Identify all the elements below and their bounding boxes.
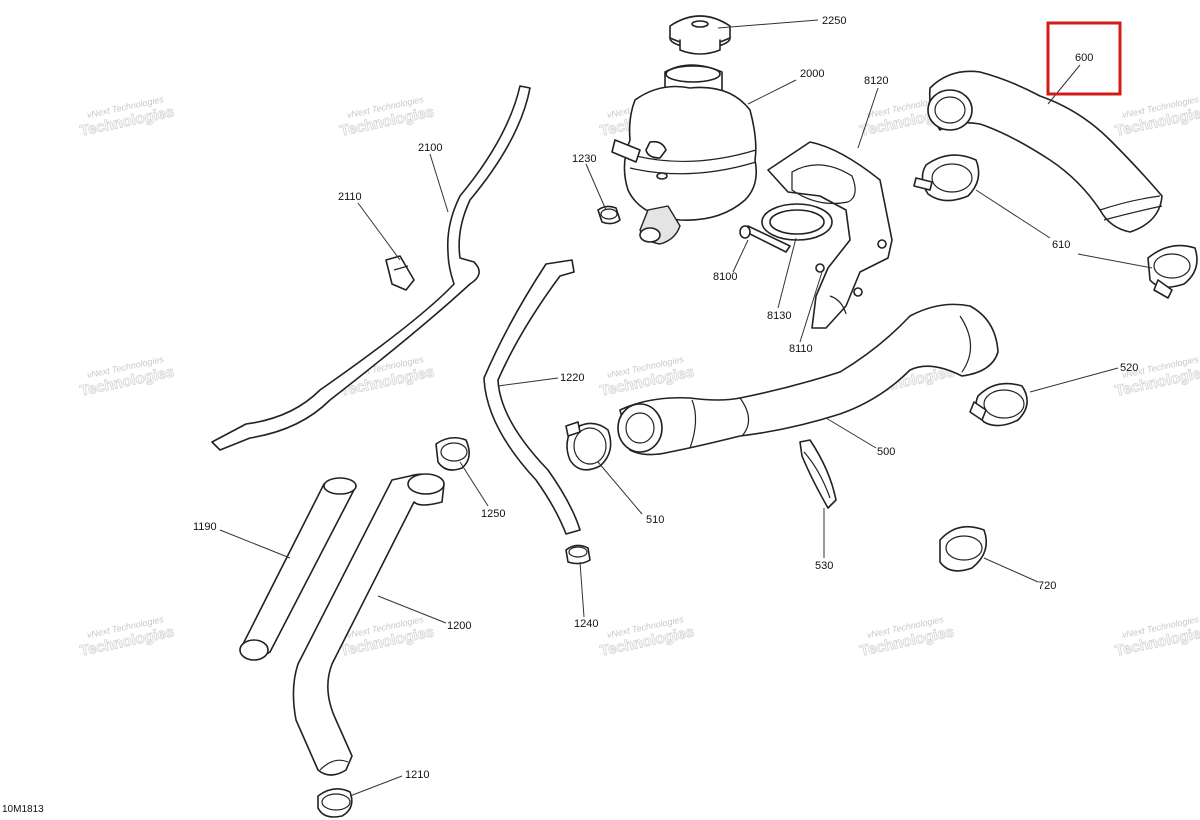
watermark: vNext Technologies Technologies [78, 94, 176, 140]
part-8120-bracket[interactable] [767, 141, 893, 329]
callout-720: 720 [1038, 580, 1056, 592]
callout-520: 520 [1120, 362, 1138, 374]
callout-8110: 8110 [789, 343, 813, 355]
part-510-clamp[interactable] [565, 421, 612, 471]
part-610-clamp[interactable] [913, 154, 980, 202]
part-1210-clamp[interactable] [317, 788, 353, 818]
callout-8100: 8100 [713, 271, 737, 283]
part-500-hose[interactable] [617, 303, 999, 456]
callout-highlight-box [1046, 21, 1122, 96]
callout-510: 510 [646, 514, 664, 526]
part-1190-pipe[interactable] [239, 477, 357, 661]
callout-2100: 2100 [418, 142, 442, 154]
callout-610: 610 [1052, 239, 1070, 251]
part-1250-clamp[interactable] [435, 436, 470, 471]
callout-8130: 8130 [767, 310, 791, 322]
watermark: vNext Technologies Technologies [78, 354, 176, 400]
part-530-strap[interactable] [799, 439, 837, 509]
watermark: vNext Technologies Technologies [858, 614, 956, 660]
watermark: vNext Technologies Technologies [1113, 614, 1200, 660]
watermark: vNext Technologies Technologies [338, 94, 436, 140]
part-2100-pipe[interactable] [211, 85, 531, 451]
part-2110-connector[interactable] [385, 255, 415, 291]
callout-2250: 2250 [822, 15, 846, 27]
part-1200-pipe[interactable] [292, 473, 445, 776]
callouts: 2250 2000 8120 600 2100 2110 1230 8100 8… [193, 15, 1138, 781]
watermark: vNext Technologies Technologies [1113, 354, 1200, 400]
part-2250-pressure-cap[interactable] [669, 15, 731, 55]
watermark: vNext Technologies Technologies [598, 614, 696, 660]
part-2000-expansion-tank[interactable] [611, 64, 758, 245]
part-1240-clamp[interactable] [565, 544, 591, 565]
part-600-hose[interactable] [927, 70, 1163, 233]
callout-1240: 1240 [574, 618, 598, 630]
part-1230-clamp[interactable] [597, 205, 621, 225]
figure-code: 10M1813 [2, 804, 44, 815]
watermark: vNext Technologies Technologies [598, 354, 696, 400]
callout-500: 500 [877, 446, 895, 458]
part-1220-pipe[interactable] [483, 259, 581, 535]
callout-1220: 1220 [560, 372, 584, 384]
leader-lines [219, 19, 1153, 797]
callout-2110: 2110 [338, 191, 362, 203]
callout-1190: 1190 [193, 521, 217, 533]
part-8130-gasket[interactable] [761, 203, 833, 241]
watermark: vNext Technologies Technologies [1113, 94, 1200, 140]
callout-1230: 1230 [572, 153, 596, 165]
callout-1210: 1210 [405, 769, 429, 781]
callout-530: 530 [815, 560, 833, 572]
part-8100-bolt[interactable] [739, 225, 791, 253]
part-610-clamp[interactable] [1147, 244, 1198, 299]
callout-1250: 1250 [481, 508, 505, 520]
callout-2000: 2000 [800, 68, 824, 80]
callout-8120: 8120 [864, 75, 888, 87]
part-520-clamp[interactable] [969, 382, 1028, 427]
part-720-clamp[interactable] [939, 525, 988, 572]
watermark: vNext Technologies Technologies [78, 614, 176, 660]
callout-600: 600 [1075, 52, 1093, 64]
callout-1200: 1200 [447, 620, 471, 632]
